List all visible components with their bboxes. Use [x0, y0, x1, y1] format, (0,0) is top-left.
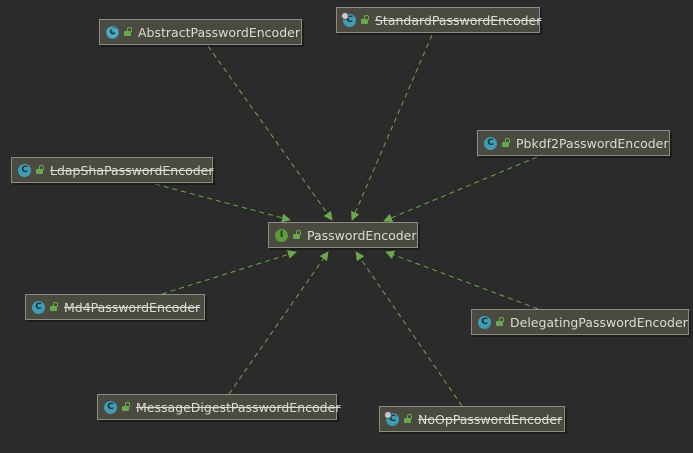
edge-delegating-to-passwordencoder [385, 250, 539, 310]
edge-ldapsha-to-passwordencoder [154, 183, 291, 223]
class-icon: C [341, 11, 356, 27]
interface-icon: I [275, 228, 288, 242]
class-icon: C [18, 163, 31, 177]
node-messagedigestpasswordencoder[interactable]: C MessageDigestPasswordEncoder [97, 394, 341, 420]
abstract-class-icon: C [106, 25, 119, 39]
public-lock-icon [50, 301, 58, 311]
class-icon: C [104, 400, 117, 414]
public-lock-icon [36, 164, 44, 174]
node-abstractpasswordencoder[interactable]: C AbstractPasswordEncoder [99, 19, 302, 45]
public-lock-icon [122, 401, 130, 411]
node-standardpasswordencoder[interactable]: C StandardPasswordEncoder [336, 7, 542, 33]
node-label: DelegatingPasswordEncoder [510, 314, 688, 330]
node-label: MessageDigestPasswordEncoder [136, 399, 341, 415]
class-icon: C [478, 315, 491, 329]
public-lock-icon [293, 229, 301, 239]
node-label: Pbkdf2PasswordEncoder [516, 135, 669, 151]
edge-messagedigest-to-passwordencoder [228, 251, 329, 395]
public-lock-icon [502, 137, 510, 147]
node-label: StandardPasswordEncoder [375, 12, 542, 28]
public-lock-icon [496, 316, 504, 326]
node-label: PasswordEncoder [307, 227, 417, 243]
edge-abstract-to-passwordencoder [207, 45, 333, 221]
node-md4passwordencoder[interactable]: C Md4PasswordEncoder [25, 294, 205, 320]
edge-noop-to-passwordencoder [355, 251, 463, 407]
class-icon: C [32, 300, 45, 314]
public-lock-icon [124, 26, 132, 36]
node-passwordencoder[interactable]: I PasswordEncoder [268, 222, 418, 248]
class-icon: C [484, 136, 497, 150]
edge-pbkdf2-to-passwordencoder [383, 156, 538, 223]
node-delegatingpasswordencoder[interactable]: C DelegatingPasswordEncoder [471, 309, 689, 335]
node-label: NoOpPasswordEncoder [418, 411, 563, 427]
node-label: Md4PasswordEncoder [64, 299, 201, 315]
public-lock-icon [404, 413, 412, 423]
node-label: LdapShaPasswordEncoder [50, 162, 214, 178]
edge-md4-to-passwordencoder [161, 250, 297, 295]
node-nooppasswordencoder[interactable]: C NoOpPasswordEncoder [379, 406, 565, 432]
node-ldapshapasswordencoder[interactable]: C LdapShaPasswordEncoder [11, 157, 214, 183]
node-pbkdf2passwordencoder[interactable]: C Pbkdf2PasswordEncoder [477, 130, 670, 156]
class-icon: C [384, 410, 399, 426]
node-label: AbstractPasswordEncoder [138, 24, 300, 40]
edge-standard-to-passwordencoder [351, 34, 433, 221]
public-lock-icon [361, 14, 369, 24]
